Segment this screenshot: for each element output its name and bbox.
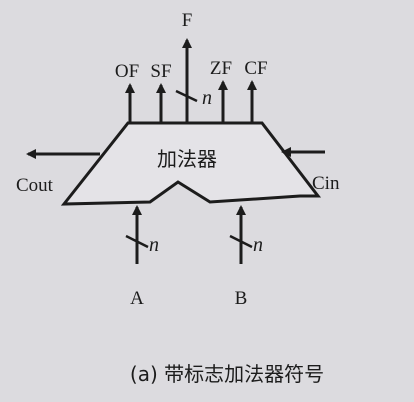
zf-label: ZF <box>210 58 232 79</box>
of-label: OF <box>115 61 139 82</box>
b-label: B <box>235 288 248 309</box>
cf-label: CF <box>244 58 267 79</box>
a-bus-slash <box>125 234 149 249</box>
f-label: F <box>182 10 193 31</box>
b-bus-slash <box>229 234 253 249</box>
adder-body <box>60 121 322 206</box>
figure-caption: (a) 带标志加法器符号 <box>130 362 324 386</box>
cin-label: Cin <box>312 173 340 194</box>
f-bus-width: n <box>202 87 212 109</box>
adder-label: 加法器 <box>157 147 217 171</box>
f-bus-slash <box>175 89 198 103</box>
cout-label: Cout <box>16 175 54 196</box>
b-bus-width: n <box>253 234 263 256</box>
sf-label: SF <box>150 61 171 82</box>
a-label: A <box>130 288 144 309</box>
a-bus-width: n <box>149 234 159 256</box>
